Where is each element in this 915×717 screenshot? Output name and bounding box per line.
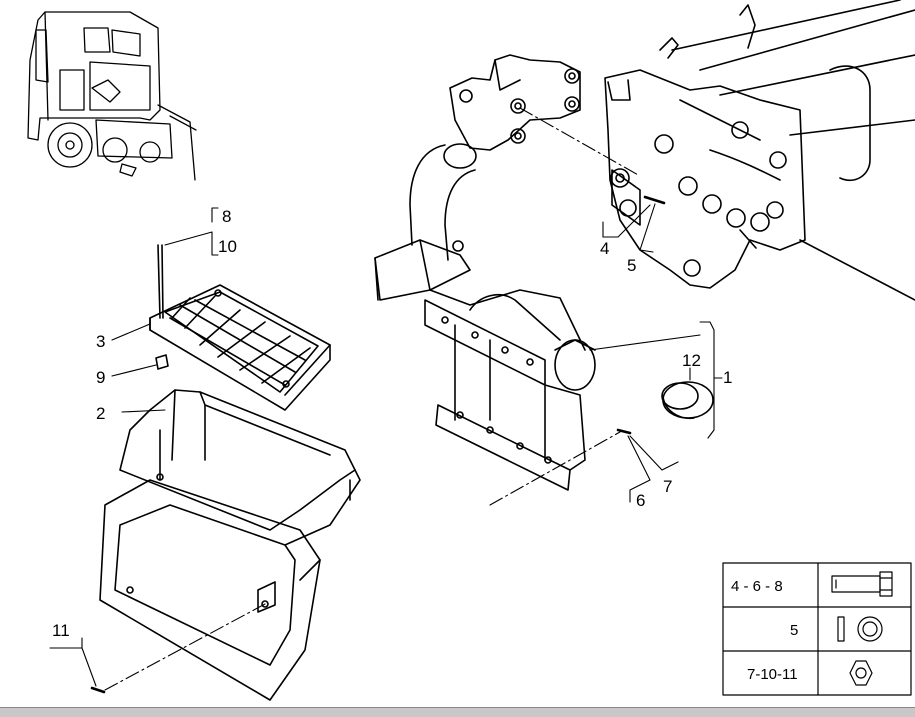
- callout-4: 4: [600, 239, 609, 258]
- step-box: [99, 389, 361, 701]
- pin-4-5: [643, 195, 666, 205]
- truck-thumbnail: [27, 11, 197, 181]
- callout-5: 5: [627, 256, 636, 275]
- nut-icon: [849, 660, 873, 686]
- fastener-legend: 4 - 6 - 8 5 7-10-11: [722, 562, 912, 696]
- frame-mounting-plate: [604, 69, 806, 289]
- callout-1: 1: [723, 368, 732, 387]
- callout-2: 2: [96, 404, 105, 423]
- window-bottom-edge: [0, 707, 915, 717]
- step-bracket-assembly: [374, 54, 596, 491]
- callout-8: 8: [222, 207, 231, 226]
- spacer: [155, 354, 169, 370]
- step-tread: [149, 284, 331, 411]
- bolt-icon: [831, 571, 893, 597]
- assembly-centerlines: [104, 107, 641, 691]
- callout-10: 10: [218, 237, 237, 256]
- callout-3: 3: [96, 332, 105, 351]
- pin-11: [90, 686, 106, 694]
- frame-rail: [659, 0, 915, 301]
- callout-6: 6: [636, 491, 645, 510]
- leader-lines: [49, 203, 723, 687]
- callout-9: 9: [96, 368, 105, 387]
- pin-6-7: [616, 428, 632, 435]
- washer-icon: [837, 616, 883, 642]
- callout-12: 12: [682, 351, 701, 370]
- legend-row2-label: 5: [790, 622, 798, 639]
- bolt-vertical: [157, 244, 164, 319]
- legend-row3-label: 7-10-11: [747, 666, 798, 683]
- rubber-plug: [661, 381, 714, 420]
- callout-labels: 1 2 3 4 5 6 7 8 9 10 11 12: [52, 207, 732, 640]
- callout-11: 11: [52, 621, 70, 640]
- legend-row1-label: 4 - 6 - 8: [731, 578, 783, 595]
- callout-7: 7: [663, 477, 672, 496]
